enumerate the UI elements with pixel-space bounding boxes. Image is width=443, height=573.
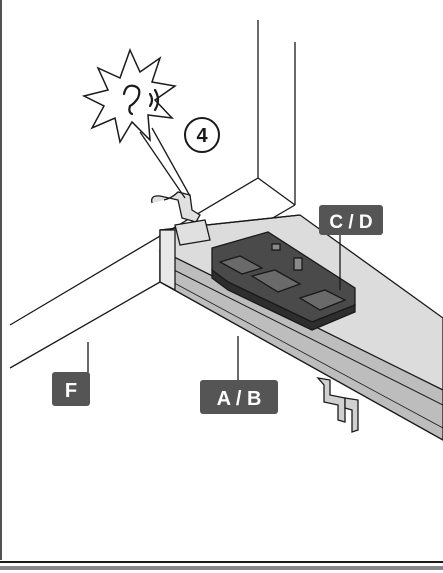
label-clip: C / D — [319, 205, 383, 290]
clip-part — [211, 231, 356, 331]
label-frame: F — [52, 372, 90, 406]
sound-burst — [81, 48, 191, 199]
label-clip-text: C / D — [329, 212, 372, 233]
ear-click-icon — [122, 84, 160, 116]
step-number: 4 — [196, 125, 208, 147]
label-frame-text: F — [65, 380, 77, 402]
cabinet-frame — [9, 20, 296, 380]
label-rail: A / B — [200, 380, 278, 414]
hanging-bracket — [316, 377, 359, 433]
mounting-hook — [151, 191, 211, 246]
label-rail-text: A / B — [217, 388, 262, 410]
step-indicator: 4 — [184, 117, 220, 153]
